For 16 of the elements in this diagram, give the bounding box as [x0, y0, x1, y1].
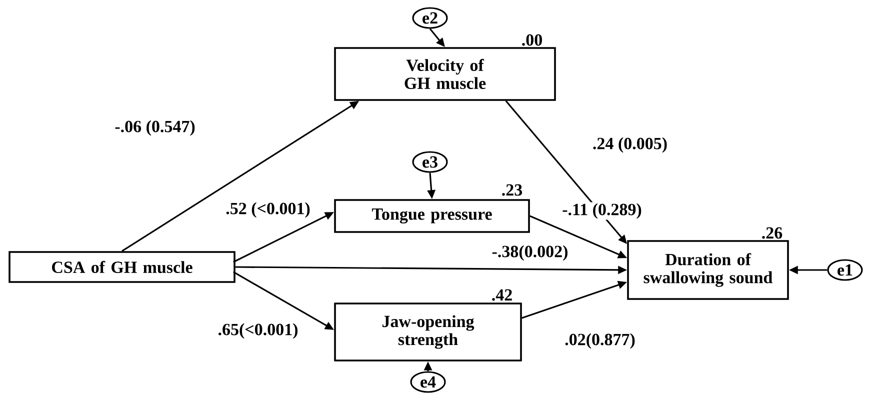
r-squared-label: .00 — [522, 34, 542, 46]
variable-box: Velocity of GH muscle — [334, 47, 556, 101]
r-squared-label: .23 — [502, 184, 522, 196]
variable-box: Duration of swallowing sound — [627, 240, 789, 300]
edge-label: .65(<0.001) — [216, 322, 300, 340]
edge-label: -.38(0.002) — [490, 244, 570, 262]
edge-label: -.11 (0.289) — [561, 202, 643, 220]
edge-label: .52 (<0.001) — [224, 201, 312, 219]
variable-box: CSA of GH muscle — [8, 251, 236, 283]
variable-box: Jaw-opening strength — [334, 302, 522, 362]
edge-label: .24 (0.005) — [591, 136, 669, 154]
edge-label: .02(0.877) — [564, 332, 636, 350]
r-squared-label: .26 — [762, 227, 782, 239]
variable-box: Tongue pressure — [334, 199, 530, 233]
edge-label: -.06 (0.547) — [114, 119, 196, 137]
r-squared-label: .42 — [492, 289, 512, 301]
